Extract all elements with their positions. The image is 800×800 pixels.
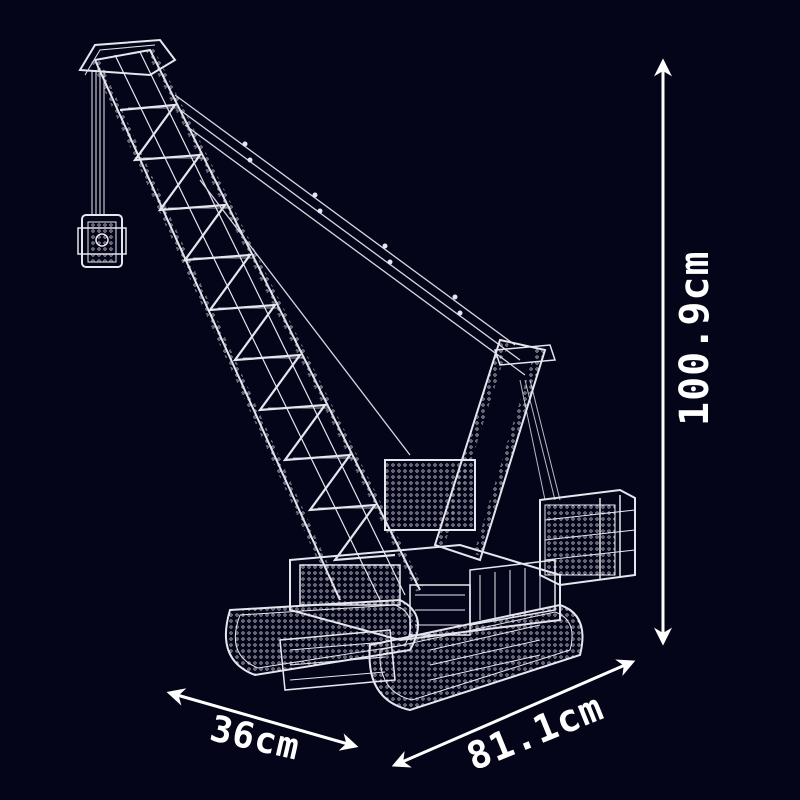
main-boom: [78, 38, 424, 602]
width-dimension-arrow: [166, 688, 359, 751]
counterweight: [539, 488, 636, 587]
height-dimension-label: 100.9cm: [672, 250, 718, 426]
superstructure: [289, 459, 561, 642]
hook-block: [77, 70, 127, 268]
crawler-tracks: [224, 598, 584, 712]
pendant-cables: [174, 94, 526, 456]
length-dimension-arrow: [391, 659, 636, 768]
